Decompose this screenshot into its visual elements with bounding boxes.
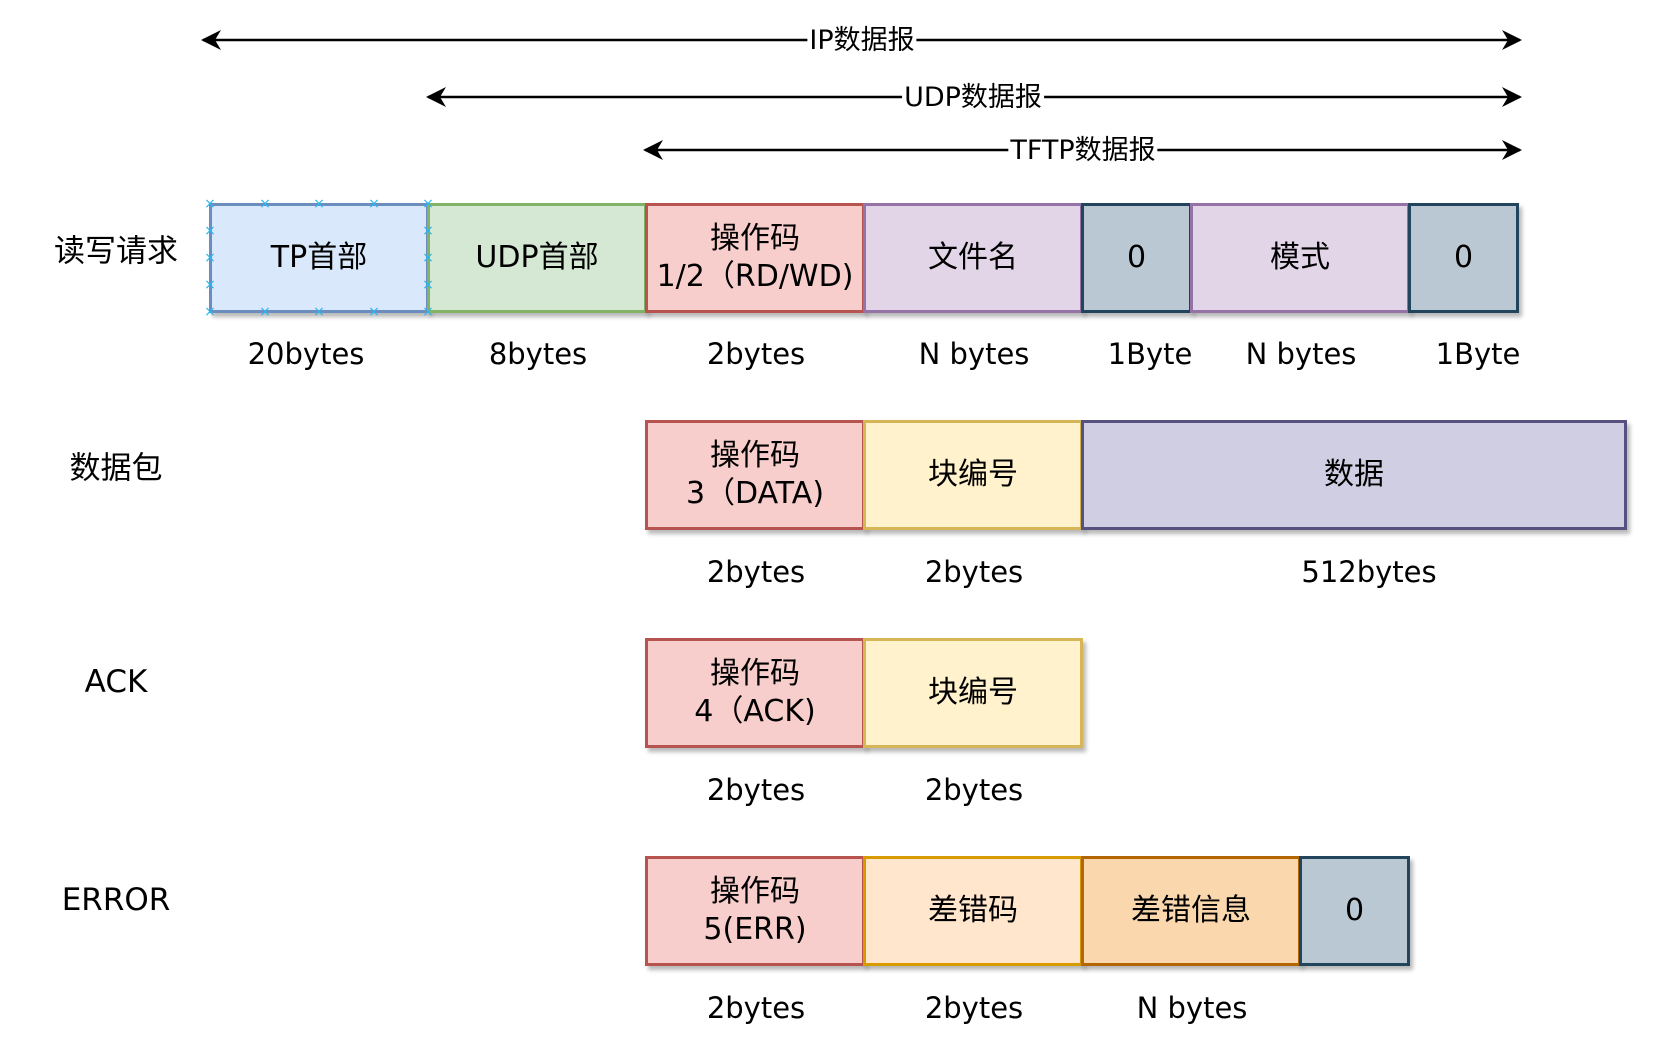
field-size-label: 2bytes [706,555,806,589]
selection-handle[interactable]: × [204,277,216,293]
field-text: 0 [1344,893,1365,928]
field-text: UDP首部 [475,240,599,275]
error-message-field: 差错信息 [1081,856,1301,966]
field-text: TP首部 [270,240,368,275]
opcode-field-ack: 操作码 4（ACK) [645,638,865,748]
field-text: 1/2（RD/WD) [656,259,854,294]
field-text: 操作码 [710,656,800,691]
field-text: 差错信息 [1131,893,1251,928]
selection-handle[interactable]: × [204,196,216,212]
udp-datagram-label: UDP数据报 [902,82,1044,114]
field-text: 数据 [1324,457,1384,492]
field-text: 操作码 [710,874,800,909]
selection-handle[interactable]: × [368,196,380,212]
selection-handle[interactable]: × [313,196,325,212]
row-label-ack: ACK [84,664,148,700]
field-size-label: 8bytes [488,337,588,371]
field-text: 4（ACK) [694,694,816,729]
block-number-field: 块编号 [863,638,1083,748]
zero-terminator-field: 0 [1408,203,1519,313]
udp-header-field: UDP首部 [427,203,647,313]
selection-handle[interactable]: × [259,304,271,320]
row-label-error: ERROR [61,882,171,918]
selection-handle[interactable]: × [204,223,216,239]
field-text: 模式 [1270,240,1330,275]
field-text: 块编号 [928,675,1018,710]
selection-handle[interactable]: × [422,196,434,212]
field-size-label: 2bytes [706,337,806,371]
field-text: 操作码 [710,438,800,473]
field-size-label: N bytes [1245,337,1357,371]
selection-handle[interactable]: × [368,304,380,320]
field-size-label: N bytes [1136,991,1248,1025]
field-size-label: N bytes [918,337,1030,371]
field-text: 0 [1126,240,1147,275]
field-text: 块编号 [928,457,1018,492]
row-label-data-packet: 数据包 [69,450,163,487]
selection-handle[interactable]: × [422,250,434,266]
ip-datagram-label: IP数据报 [807,25,917,57]
field-size-label: 2bytes [706,991,806,1025]
filename-field: 文件名 [863,203,1083,313]
field-size-label: 20bytes [247,337,365,371]
selection-handle[interactable]: × [422,304,434,320]
selection-handle[interactable]: × [422,277,434,293]
block-number-field: 块编号 [863,420,1083,530]
selection-handle[interactable]: × [204,250,216,266]
selection-handle[interactable]: × [422,223,434,239]
ip-header-field[interactable]: TP首部 [209,203,429,313]
selection-handle[interactable]: × [204,304,216,320]
zero-terminator-field: 0 [1081,203,1192,313]
opcode-field-data: 操作码 3（DATA) [645,420,865,530]
opcode-field-error: 操作码 5(ERR) [645,856,865,966]
opcode-field-rw: 操作码 1/2（RD/WD) [645,203,865,313]
tftp-datagram-label: TFTP数据报 [1008,135,1158,167]
field-text: 0 [1453,240,1474,275]
row-label-rw-request: 读写请求 [54,233,178,270]
field-text: 文件名 [928,240,1018,275]
field-size-label: 2bytes [924,991,1024,1025]
mode-field: 模式 [1190,203,1410,313]
field-size-label: 512bytes [1301,555,1437,589]
field-size-label: 2bytes [706,773,806,807]
field-text: 3（DATA) [685,476,825,511]
field-text: 5(ERR) [703,912,807,947]
zero-terminator-field: 0 [1299,856,1410,966]
field-size-label: 2bytes [924,773,1024,807]
field-size-label: 1Byte [1107,337,1193,371]
error-code-field: 差错码 [863,856,1083,966]
data-field: 数据 [1081,420,1627,530]
selection-handle[interactable]: × [313,304,325,320]
field-text: 操作码 [710,221,800,256]
field-text: 差错码 [928,893,1018,928]
field-size-label: 2bytes [924,555,1024,589]
selection-handle[interactable]: × [259,196,271,212]
field-size-label: 1Byte [1435,337,1521,371]
